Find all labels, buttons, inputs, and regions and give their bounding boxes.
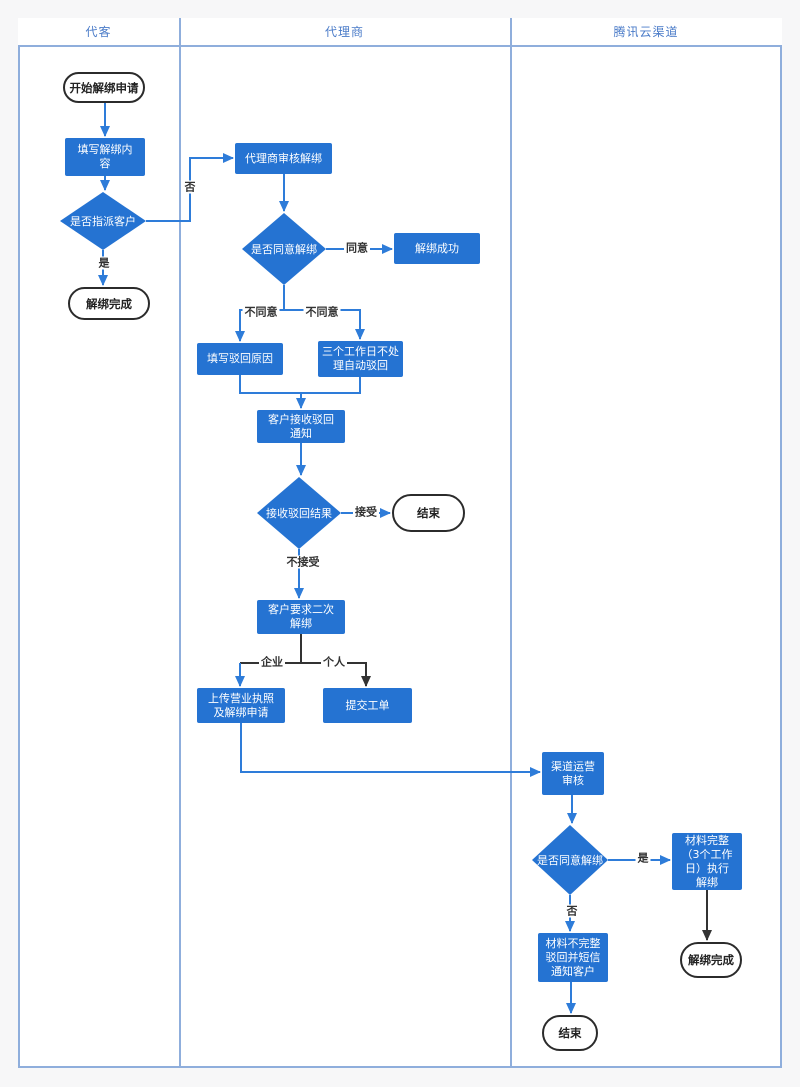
edge-label: 接受 [353,505,379,519]
node-auto-reject[interactable]: 三个工作日不处 理自动驳回 [318,341,403,377]
edge-label: 企业 [259,655,285,669]
lane-header-row: 代客 代理商 腾讯云渠道 [18,18,782,47]
node-end-2[interactable]: 结束 [542,1015,598,1051]
node-incomplete-reject[interactable]: 材料不完整 驳回并短信 通知客户 [538,933,608,982]
node-second-unbind[interactable]: 客户要求二次 解绑 [257,600,345,634]
node-agent-review[interactable]: 代理商审核解绑 [235,143,332,174]
edge-label: 个人 [321,655,347,669]
edge-label: 不同意 [242,305,280,319]
node-end-1[interactable]: 结束 [392,494,465,532]
lane-title-daike: 代客 [85,25,112,39]
edge-label: 不接受 [284,555,322,569]
node-fill-reject-reason[interactable]: 填写驳回原因 [197,343,283,375]
lane-divider [179,18,181,1068]
node-unbind-done-2[interactable]: 解绑完成 [680,942,742,978]
edge-label: 是 [96,256,112,270]
node-unbind-success[interactable]: 解绑成功 [394,233,480,264]
node-start[interactable]: 开始解绑申请 [63,72,145,103]
node-channel-review[interactable]: 渠道运营 审核 [542,752,604,795]
swimlane-table [18,18,782,1068]
node-fill-content[interactable]: 填写解绑内 容 [65,138,145,176]
edge-label: 否 [564,904,580,918]
edge-label: 不同意 [303,305,341,319]
node-complete-unbind[interactable]: 材料完整 （3个工作 日）执行 解绑 [672,833,742,890]
node-unbind-done-1[interactable]: 解绑完成 [68,287,150,320]
edge-label: 是 [635,851,651,865]
lane-divider [510,18,512,1068]
edge-label: 否 [182,180,198,194]
lane-title-agent: 代理商 [324,25,364,39]
node-receive-notice[interactable]: 客户接收驳回 通知 [257,410,345,443]
lane-title-tencent: 腾讯云渠道 [613,25,679,39]
edge-label: 同意 [344,241,370,255]
node-submit-ticket[interactable]: 提交工单 [323,688,412,723]
node-upload-license[interactable]: 上传营业执照 及解绑申请 [197,688,285,723]
